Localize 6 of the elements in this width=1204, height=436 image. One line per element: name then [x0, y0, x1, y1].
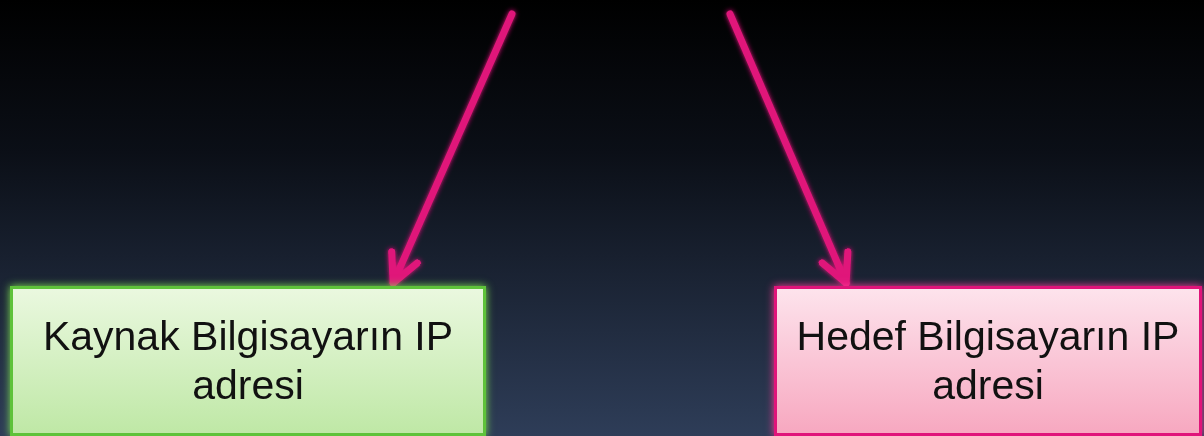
address-box — [774, 286, 1202, 436]
address-box — [10, 286, 486, 436]
arrow — [388, 10, 516, 287]
box-label: Kaynak Bilgisayarın IP adresi — [41, 311, 455, 410]
arrow — [726, 10, 852, 287]
box-label: Hedef Bilgisayarın IP adresi — [795, 311, 1181, 410]
